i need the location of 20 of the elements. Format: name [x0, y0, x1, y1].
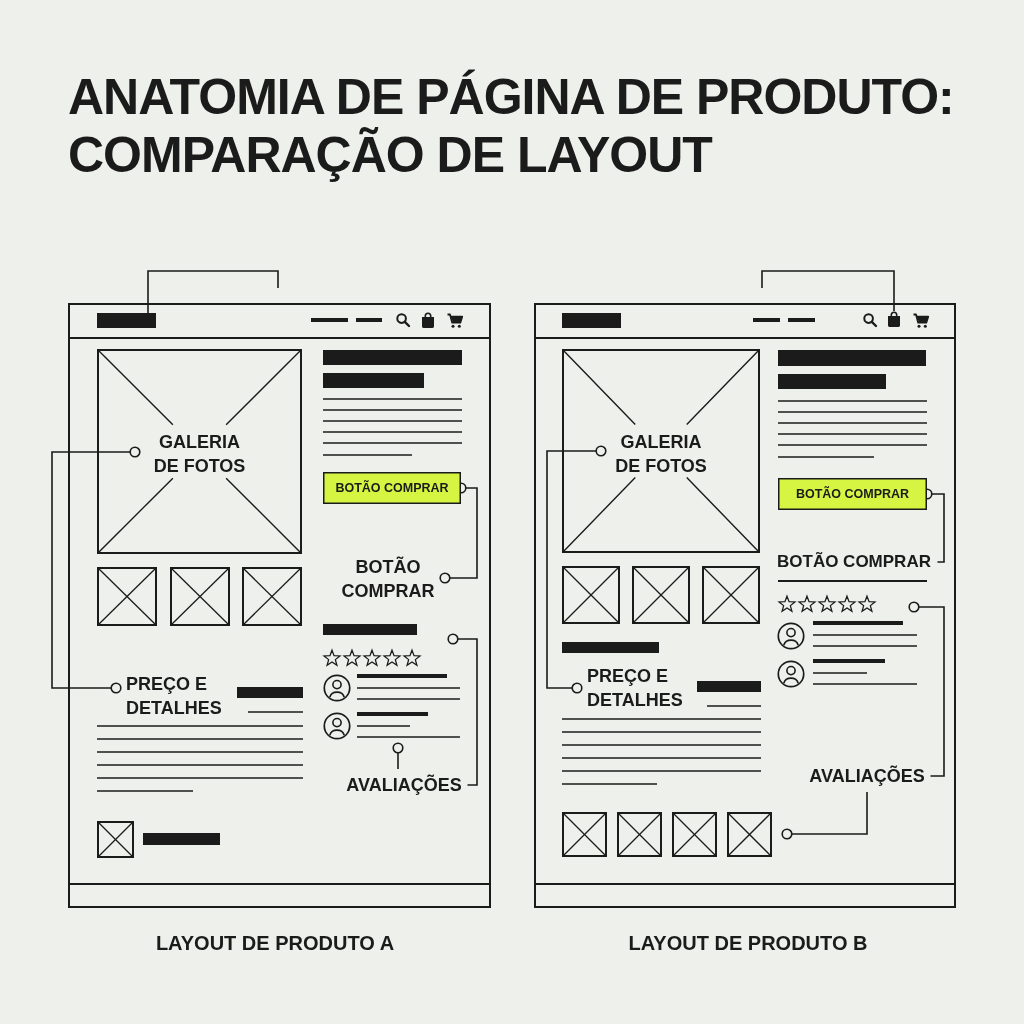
leader-line	[51, 446, 141, 694]
callout-label: PREÇO E DETALHES	[587, 664, 684, 712]
layout-caption: LAYOUT DE PRODUTO A	[155, 931, 395, 956]
leader-line	[908, 601, 945, 777]
layout-caption: LAYOUT DE PRODUTO B	[628, 931, 868, 956]
callout-label: BOTÃO COMPRAR	[776, 551, 932, 573]
buy-button: BOTÃO COMPRAR	[323, 472, 461, 504]
leader-line	[392, 742, 404, 770]
callout-label: GALERIA DE FOTOS	[614, 431, 708, 478]
leader-line	[439, 482, 478, 584]
leader-line	[546, 445, 607, 694]
leader-line	[447, 633, 478, 786]
callout-label: GALERIA DE FOTOS	[153, 431, 246, 478]
leader-line	[781, 791, 868, 840]
buy-button: BOTÃO COMPRAR	[778, 478, 927, 510]
callout-label: AVALIAÇÕES	[345, 773, 463, 797]
callout-label: PREÇO E DETALHES	[126, 672, 223, 720]
title: ANATOMIA DE PÁGINA DE PRODUTO: COMPARAÇÃO DE LAYOUT	[68, 68, 955, 184]
callout-label: AVALIAÇÕES	[808, 764, 926, 788]
callout-label: BOTÃO COMPRAR	[341, 555, 435, 603]
